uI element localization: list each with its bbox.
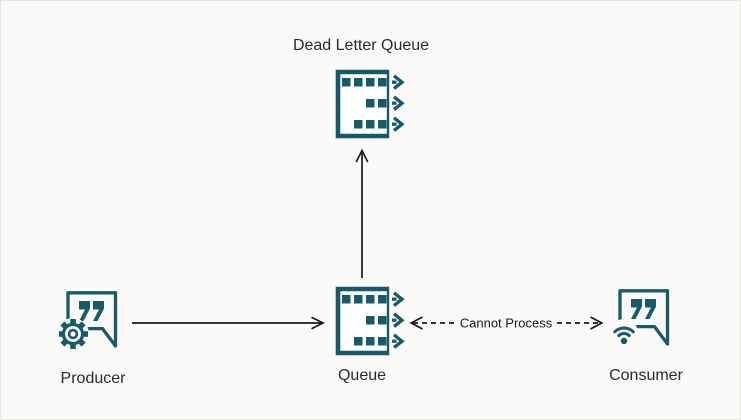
message-squares <box>342 295 387 346</box>
speech-bubble-wifi-icon <box>611 289 670 347</box>
quote-marks-icon <box>79 301 104 321</box>
dead-letter-queue-label: Dead Letter Queue <box>292 37 430 54</box>
producer-label: Producer <box>60 370 126 387</box>
edge-producer-to-queue <box>132 316 325 330</box>
edge-label-cannot-process: Cannot Process <box>457 315 555 331</box>
gear-icon <box>59 318 89 350</box>
queue-label: Queue <box>337 367 387 384</box>
speech-bubble-gear-icon <box>59 291 118 350</box>
consumer-label: Consumer <box>609 367 683 384</box>
outflow-chevron-icons <box>392 74 405 132</box>
wifi-icon <box>611 319 638 347</box>
message-queue-icon <box>335 69 405 139</box>
message-squares <box>342 78 387 129</box>
outflow-chevron-icons <box>392 291 405 349</box>
message-queue-icon <box>335 286 405 356</box>
quote-marks-icon <box>631 299 656 319</box>
edge-queue-to-dead-letter-queue <box>355 148 369 278</box>
